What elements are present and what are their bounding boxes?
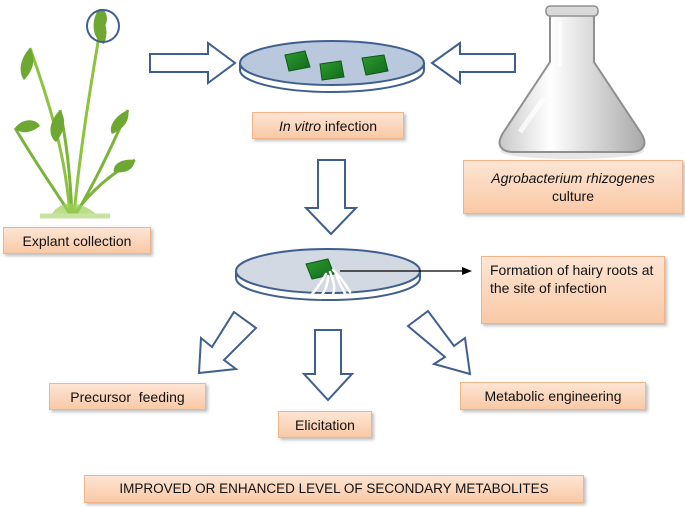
arrow-flask-to-dish bbox=[430, 41, 516, 85]
petri-dish-icon bbox=[239, 40, 425, 93]
explant-collection-text: Explant collection bbox=[22, 232, 132, 249]
explant-collection-label: Explant collection bbox=[3, 227, 151, 254]
hairy-roots-label: Formation of hairy roots at the site of … bbox=[481, 256, 665, 324]
precursor-feeding-label: Precursor feeding bbox=[49, 383, 206, 410]
pointer-arrowhead bbox=[462, 267, 472, 275]
metabolic-engineering-text: Metabolic engineering bbox=[484, 388, 622, 404]
elicitation-text: Elicitation bbox=[295, 416, 355, 433]
improved-metabolites-label: IMPROVED OR ENHANCED LEVEL OF SECONDARY … bbox=[84, 475, 584, 503]
in-vitro-italic-text: In vitro bbox=[278, 117, 321, 134]
arrow-down-infection bbox=[303, 159, 359, 236]
improved-metabolites-text: IMPROVED OR ENHANCED LEVEL OF SECONDARY … bbox=[119, 481, 549, 496]
petri-dish-hairy-roots bbox=[235, 248, 421, 301]
arrow-to-precursor-feeding bbox=[197, 310, 258, 375]
hairy-roots-text: Formation of hairy roots at the site of … bbox=[490, 262, 654, 296]
agrobacterium-italic-text: Agrobacterium rhizogenes bbox=[491, 170, 655, 186]
precursor-feeding-text: Precursor feeding bbox=[70, 388, 185, 405]
in-vitro-infection-label: In vitro infection bbox=[252, 112, 404, 139]
arrow-plant-to-dish bbox=[149, 41, 237, 85]
arrow-to-elicitation bbox=[301, 329, 355, 402]
arrow-to-metabolic-engineering bbox=[406, 309, 472, 376]
agrobacterium-culture-label: Agrobacterium rhizogenes culture bbox=[463, 160, 683, 214]
flask-icon bbox=[498, 5, 646, 159]
agrobacterium-culture-text: culture bbox=[551, 188, 595, 204]
hairy-roots-icon bbox=[310, 268, 352, 300]
metabolic-engineering-label: Metabolic engineering bbox=[460, 382, 646, 410]
plant-icon bbox=[13, 8, 136, 219]
in-vitro-rest-text: infection bbox=[320, 117, 378, 134]
elicitation-label: Elicitation bbox=[278, 411, 372, 438]
